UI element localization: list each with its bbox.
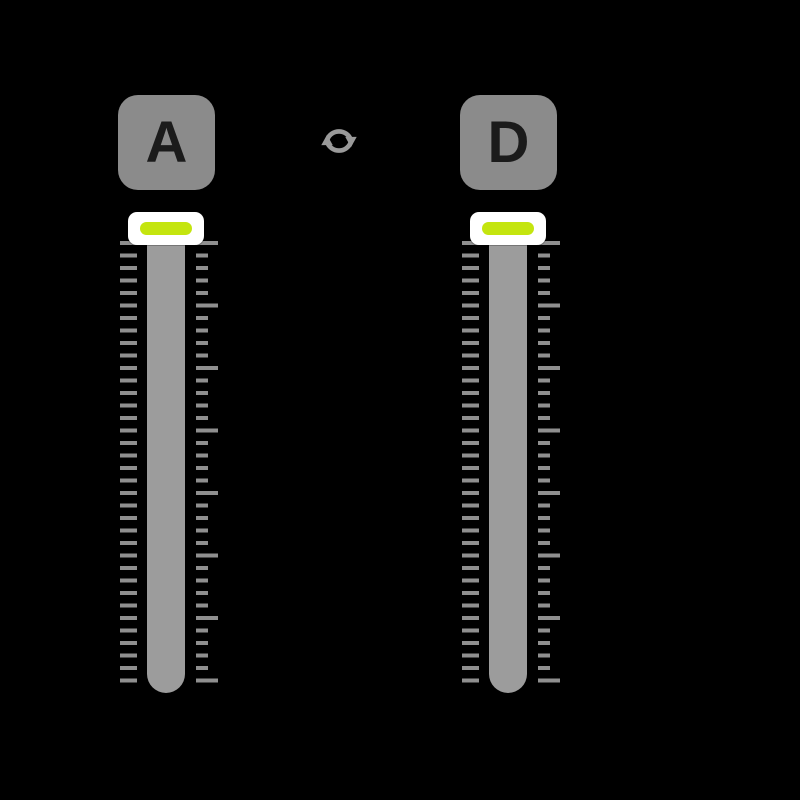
fader-a: A xyxy=(118,95,218,705)
fader-d-ticks-right xyxy=(538,241,560,691)
fader-d-key-button[interactable]: D xyxy=(460,95,557,190)
fader-d-handle-indicator xyxy=(482,222,534,235)
loop-button[interactable] xyxy=(312,114,366,168)
fader-a-key-button[interactable]: A xyxy=(118,95,215,190)
fader-a-ticks-left xyxy=(120,241,137,691)
loop-icon xyxy=(314,116,364,166)
fader-a-ticks-right xyxy=(196,241,218,691)
fader-d-ticks-left xyxy=(462,241,479,691)
fader-d: D xyxy=(460,95,560,705)
fader-d-handle[interactable] xyxy=(470,212,546,245)
fader-d-track[interactable] xyxy=(489,216,527,693)
fader-a-track[interactable] xyxy=(147,216,185,693)
fader-a-handle-indicator xyxy=(140,222,192,235)
fader-a-handle[interactable] xyxy=(128,212,204,245)
